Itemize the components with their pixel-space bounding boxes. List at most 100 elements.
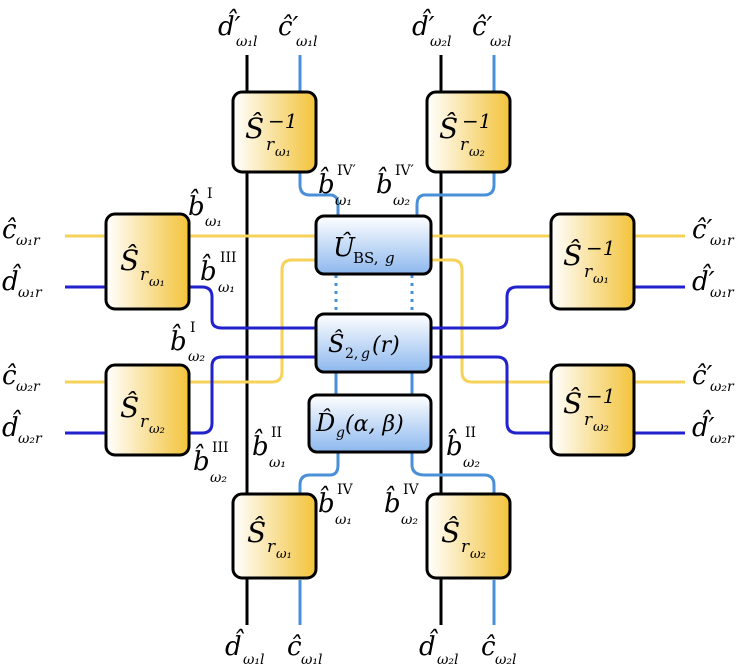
svg-text:r: r <box>266 135 275 155</box>
svg-text:ω₂: ω₂ <box>401 512 418 528</box>
svg-text:g: g <box>385 249 395 267</box>
svg-text:r: r <box>140 265 149 285</box>
label-top-c-w2l: ĉ′ ω₂l <box>472 12 512 50</box>
svg-text:ω₁: ω₁ <box>205 214 222 230</box>
svg-text:IV: IV <box>337 482 354 498</box>
label-b-w2-I: b̂ I ω₂ <box>170 320 205 365</box>
svg-text:b̂: b̂ <box>446 428 463 462</box>
svg-text:b̂: b̂ <box>376 166 393 200</box>
svg-text:d̂: d̂ <box>225 628 245 662</box>
svg-text:ĉ: ĉ <box>2 361 17 391</box>
svg-text:Ŝ: Ŝ <box>247 515 266 549</box>
svg-text:ω₂l: ω₂l <box>437 652 459 668</box>
label-bot-c-w2l: ĉ ω₂l <box>481 632 517 668</box>
svg-text:−1: −1 <box>268 109 297 133</box>
svg-text:Û: Û <box>333 231 356 263</box>
svg-text:Ŝ: Ŝ <box>120 243 139 277</box>
svg-text:ĉ′: ĉ′ <box>278 12 299 42</box>
svg-text:ω₂r: ω₂r <box>16 379 41 395</box>
box-s2: Ŝ 2, g (r) <box>314 312 433 374</box>
svg-text:ĉ: ĉ <box>2 215 17 245</box>
svg-text:ω₂l: ω₂l <box>490 34 512 50</box>
svg-text:Ŝ: Ŝ <box>563 386 582 420</box>
svg-text:ω₁l: ω₁l <box>301 652 323 668</box>
svg-text:ω₁l: ω₁l <box>236 34 258 50</box>
svg-text:ω₂: ω₂ <box>463 455 480 471</box>
wire-c-w1l-top <box>298 55 340 218</box>
svg-text:b̂: b̂ <box>193 443 210 477</box>
svg-text:III: III <box>220 250 237 266</box>
svg-text:IV: IV <box>403 482 420 498</box>
svg-text:d̂′: d̂′ <box>692 409 715 443</box>
box-u-bs: Û BS, g <box>314 214 433 276</box>
label-b-w2-III: b̂ III ω₂ <box>193 440 229 486</box>
svg-text:ω₂: ω₂ <box>469 145 485 160</box>
svg-text:b̂: b̂ <box>384 485 401 519</box>
label-right-c-w1r: ĉ′ ω₁r <box>692 215 735 249</box>
box-s-inv-top-w1: Ŝ −1 r ω₁ <box>231 90 318 174</box>
svg-text:d̂′: d̂′ <box>218 8 241 42</box>
svg-text:2,: 2, <box>345 346 358 362</box>
svg-text:r: r <box>140 412 149 432</box>
wire-c-w2l-top <box>415 55 496 218</box>
svg-text:r: r <box>267 537 276 557</box>
svg-text:II: II <box>465 425 476 441</box>
svg-text:ω₂: ω₂ <box>210 470 227 486</box>
wire-c-w1l-bottom <box>298 452 340 625</box>
label-left-c-w2r: ĉ ω₂r <box>2 361 41 395</box>
svg-text:ω₁l: ω₁l <box>296 34 318 50</box>
label-left-d-w1r: d̂ ω₁r <box>2 263 43 301</box>
svg-text:d̂: d̂ <box>419 628 439 662</box>
wire-d-w1r-out <box>431 285 685 330</box>
svg-text:ω₂l: ω₂l <box>495 652 517 668</box>
svg-text:(α, β): (α, β) <box>345 412 404 437</box>
svg-text:ω₁r: ω₁r <box>710 285 735 301</box>
svg-text:ω₁: ω₁ <box>335 193 352 209</box>
label-b-w2-II: b̂ II ω₂ <box>446 425 480 471</box>
svg-text:d̂: d̂ <box>2 409 22 443</box>
svg-text:ω₂l: ω₂l <box>430 34 452 50</box>
svg-text:Ŝ: Ŝ <box>441 515 460 549</box>
svg-text:ĉ′: ĉ′ <box>472 12 493 42</box>
svg-text:ω₁: ω₁ <box>269 455 286 471</box>
svg-text:III: III <box>212 440 229 456</box>
svg-text:II: II <box>271 425 282 441</box>
svg-text:r: r <box>461 537 470 557</box>
label-b-w1-IV: b̂ IV ω₁ <box>318 482 354 528</box>
label-b-w1-IVp: b̂ IV′ ω₁ <box>318 163 356 209</box>
label-bot-d-w1l: d̂ ω₁l <box>225 628 265 668</box>
label-b-w2-IV: b̂ IV ω₂ <box>384 482 420 528</box>
svg-text:b̂: b̂ <box>252 428 269 462</box>
svg-text:ω₁r: ω₁r <box>16 233 41 249</box>
svg-text:IV′: IV′ <box>395 163 414 179</box>
box-s-inv-right-w1: Ŝ −1 r ω₁ <box>549 212 636 311</box>
svg-text:Ŝ: Ŝ <box>563 238 582 272</box>
label-b-w1-II: b̂ II ω₁ <box>252 425 286 471</box>
label-right-d-w2r: d̂′ ω₂r <box>692 409 735 447</box>
label-right-c-w2r: ĉ′ ω₂r <box>692 361 735 395</box>
svg-text:BS,: BS, <box>353 249 379 267</box>
svg-text:ω₂r: ω₂r <box>710 431 735 447</box>
label-top-d-w2l: d̂′ ω₂l <box>412 8 452 50</box>
wire-c-w2r-in <box>65 258 316 384</box>
wire-c-w2l-bottom <box>410 452 496 625</box>
svg-text:d̂′: d̂′ <box>412 8 435 42</box>
svg-text:Ŝ: Ŝ <box>120 390 139 424</box>
svg-text:ω₁: ω₁ <box>149 275 165 290</box>
svg-text:g: g <box>336 425 345 441</box>
svg-text:Ŝ: Ŝ <box>245 111 264 145</box>
svg-text:ω₂: ω₂ <box>470 547 486 562</box>
label-left-d-w2r: d̂ ω₂r <box>2 409 43 447</box>
svg-text:d̂′: d̂′ <box>692 263 715 297</box>
svg-text:ĉ′: ĉ′ <box>692 361 713 391</box>
svg-text:b̂: b̂ <box>318 166 335 200</box>
svg-text:ω₁r: ω₁r <box>710 233 735 249</box>
svg-text:ĉ′: ĉ′ <box>692 215 713 245</box>
svg-text:r: r <box>584 262 593 282</box>
box-s-left-w2: Ŝ r ω₂ <box>104 363 191 457</box>
svg-text:ω₁: ω₁ <box>276 547 292 562</box>
label-b-w1-I: b̂ I ω₁ <box>188 186 222 230</box>
svg-text:I: I <box>207 186 213 202</box>
svg-text:ω₁: ω₁ <box>335 512 352 528</box>
